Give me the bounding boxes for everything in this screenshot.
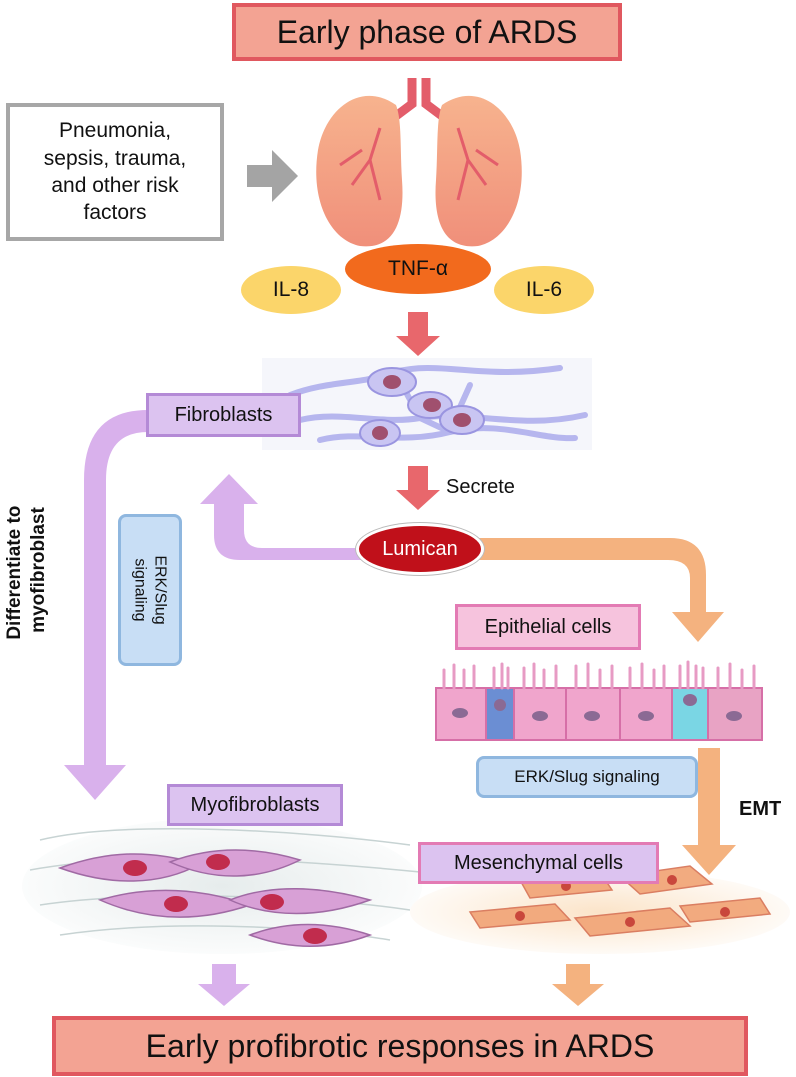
differentiate-label: Differentiate to myofibroblast xyxy=(4,500,49,639)
secrete-label: Secrete xyxy=(446,476,515,498)
tnf-alpha-label: TNF-α xyxy=(388,257,448,280)
emt-arrow xyxy=(682,748,736,875)
risk-arrow xyxy=(247,150,298,202)
right-signaling-label: ERK/Slug signaling xyxy=(514,767,660,786)
lumican-oval: Lumican xyxy=(359,526,481,572)
il8-oval: IL-8 xyxy=(241,266,341,314)
risk-factors-box: Pneumonia, sepsis, trauma, and other ris… xyxy=(6,103,224,241)
mesenchymal-box: Mesenchymal cells xyxy=(418,842,659,884)
il6-label: IL-6 xyxy=(525,278,563,301)
bottom-box: Early profibrotic responses in ARDS xyxy=(52,1016,748,1076)
right-signaling-box: ERK/Slug signaling xyxy=(476,756,698,798)
emt-label: EMT xyxy=(739,798,782,820)
risk-factors-label: Pneumonia, sepsis, trauma, and other ris… xyxy=(43,119,187,225)
myofibroblasts-illustration xyxy=(22,818,422,954)
epithelial-cells-illustration xyxy=(435,660,763,741)
bottom-title: Early profibrotic responses in ARDS xyxy=(145,1027,655,1064)
fibroblast-network-illustration xyxy=(262,358,592,450)
lungs-illustration xyxy=(316,78,522,247)
fibroblasts-label: Fibroblasts xyxy=(174,403,273,426)
il8-label: IL-8 xyxy=(272,278,310,301)
fibroblasts-box: Fibroblasts xyxy=(146,393,301,437)
myofibroblast-bottom-arrow xyxy=(198,964,250,1006)
page-title: Early phase of ARDS xyxy=(276,13,578,50)
lumican-to-epithelial-arrow xyxy=(478,538,724,642)
epithelial-label: Epithelial cells xyxy=(484,615,612,638)
secrete-arrow xyxy=(396,466,440,510)
epithelial-box: Epithelial cells xyxy=(455,604,641,650)
myofibroblasts-label: Myofibroblasts xyxy=(190,793,320,816)
differentiate-arrow xyxy=(64,410,148,800)
mesenchymal-cells-illustration xyxy=(410,865,790,954)
mesenchymal-bottom-arrow xyxy=(552,964,604,1006)
cytokine-arrow xyxy=(396,312,440,356)
il6-oval: IL-6 xyxy=(494,266,594,314)
tnf-alpha-oval: TNF-α xyxy=(345,244,491,294)
myofibroblasts-box: Myofibroblasts xyxy=(167,784,343,826)
lumican-label: Lumican xyxy=(382,537,458,560)
title-box: Early phase of ARDS xyxy=(232,3,622,61)
lumican-to-fibroblast-arrow xyxy=(200,474,362,560)
mesenchymal-label: Mesenchymal cells xyxy=(454,851,623,874)
